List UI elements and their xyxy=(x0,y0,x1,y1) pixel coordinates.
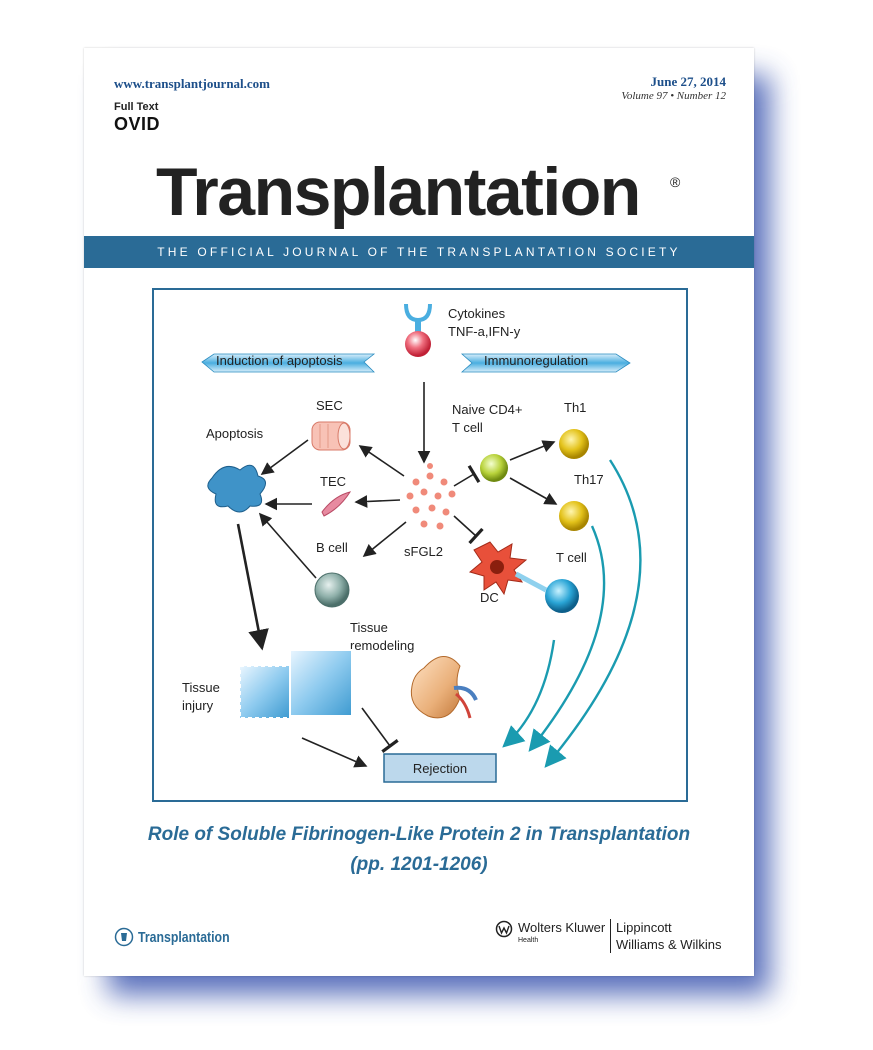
publisher-sub: Health xyxy=(518,937,539,944)
sfgl2-molecules-icon xyxy=(406,463,456,530)
rejection-box xyxy=(383,753,497,783)
dc-label: DC xyxy=(480,590,499,605)
journal-url[interactable]: www.transplantjournal.com xyxy=(114,76,271,91)
lww-logo: Lippincott Williams & Wilkins xyxy=(610,919,721,953)
ovid-logo: OVID xyxy=(114,114,161,134)
cytokines-types-label: TNF-a,IFN-y xyxy=(448,324,521,339)
cytokines-label: Cytokines xyxy=(448,306,506,321)
rejection-arrows xyxy=(502,459,642,768)
wolters-kluwer-icon xyxy=(495,920,513,938)
journal-subtitle: THE OFFICIAL JOURNAL OF THE TRANSPLANTAT… xyxy=(157,245,681,259)
remodeling-label-1: Tissue xyxy=(350,620,388,635)
imprint-line-2: Williams & Wilkins xyxy=(616,937,722,952)
publisher-name: Wolters Kluwer xyxy=(518,920,606,935)
th1-cell-icon xyxy=(559,429,589,459)
journal-cover: www.transplantjournal.com June 27, 2014 … xyxy=(84,48,754,976)
injury-label-2: injury xyxy=(182,698,214,713)
cover-caption: Role of Soluble Fibrinogen-Like Protein … xyxy=(84,820,754,880)
naive-cd4-label: Naive CD4+ xyxy=(452,402,522,417)
kidney-icon xyxy=(410,656,478,719)
naive-tcell-label: T cell xyxy=(452,420,483,435)
rejection-label: Rejection xyxy=(413,761,467,776)
sfgl2-label: sFGL2 xyxy=(404,544,443,559)
sec-cell-icon xyxy=(311,421,351,451)
wolters-kluwer-logo: Wolters Kluwer Health xyxy=(494,920,606,944)
th1-label: Th1 xyxy=(564,400,586,415)
induction-banner xyxy=(201,353,376,373)
full-text-label: Full Text xyxy=(114,101,159,113)
caption-title: Role of Soluble Fibrinogen-Like Protein … xyxy=(147,824,691,845)
injury-label-1: Tissue xyxy=(182,680,220,695)
tec-cell-icon xyxy=(321,491,352,517)
th17-cell-icon xyxy=(559,501,589,531)
immunoregulation-banner xyxy=(460,353,631,373)
transplantation-society-logo: Transplantation xyxy=(114,922,250,952)
tec-label: TEC xyxy=(320,474,346,489)
journal-title: Transplantation xyxy=(156,154,641,230)
dendritic-cell-icon xyxy=(468,541,528,596)
induction-label: Induction of apoptosis xyxy=(216,353,343,368)
immunoregulation-label: Immunoregulation xyxy=(484,353,588,368)
pathway-arrows xyxy=(236,382,558,768)
society-seal-icon xyxy=(114,927,134,947)
sec-label: SEC xyxy=(316,398,343,413)
subtitle-band xyxy=(84,236,754,268)
remodeling-label-2: remodeling xyxy=(350,638,414,653)
imprint-line-1: Lippincott xyxy=(616,920,672,935)
apoptosis-label: Apoptosis xyxy=(206,426,264,441)
naive-cd4-cell-icon xyxy=(480,454,508,482)
issue-date: June 27, 2014 xyxy=(650,74,726,89)
bcell-icon xyxy=(314,572,350,608)
caption-pages: (pp. 1201-1206) xyxy=(350,854,488,875)
issue-volume: Volume 97 • Number 12 xyxy=(621,90,726,102)
apoptotic-cell-icon xyxy=(207,464,266,513)
bcell-label: B cell xyxy=(316,540,348,555)
tcell-label: T cell xyxy=(556,550,587,565)
th17-label: Th17 xyxy=(574,472,604,487)
tcell-icon xyxy=(545,579,579,613)
dc-tcell-synapse xyxy=(514,571,548,593)
tissue-injury-icon xyxy=(239,649,353,719)
registered-mark: ® xyxy=(670,174,681,190)
sfgl2-pathway-diagram: Cytokines TNF-a,IFN-y Induction of apopt… xyxy=(182,303,642,783)
cover-figure: Cytokines TNF-a,IFN-y Induction of apopt… xyxy=(152,288,688,802)
society-logo-text: Transplantation xyxy=(138,928,230,946)
cytokine-cell-icon xyxy=(404,303,432,357)
